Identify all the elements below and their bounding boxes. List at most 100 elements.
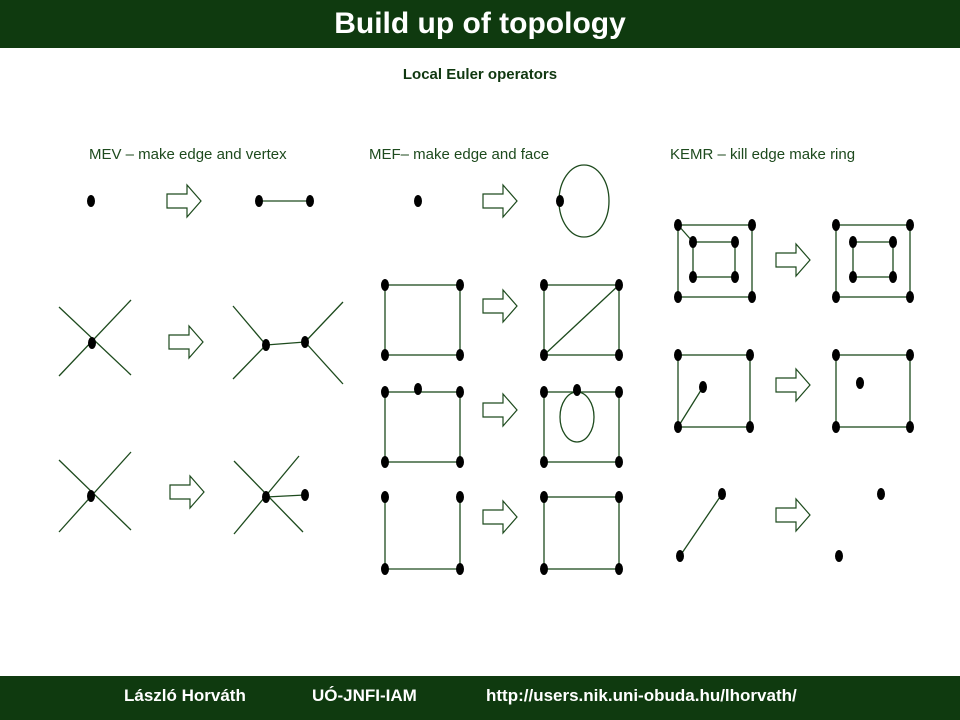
- edge: [304, 301, 344, 343]
- mev-row-2: [58, 299, 344, 385]
- vertex: [615, 279, 623, 291]
- arrow-icon: [482, 184, 518, 218]
- vertex: [87, 195, 95, 207]
- kemr-row-3: [676, 488, 885, 562]
- bridge-edge: [677, 386, 704, 428]
- vertex: [748, 219, 756, 231]
- footer-institute: UÓ-JNFI-IAM: [312, 686, 417, 705]
- vertex: [674, 291, 682, 303]
- vertex: [540, 349, 548, 361]
- vertex: [456, 563, 464, 575]
- face-edges: [543, 284, 620, 356]
- mef-label: MEF– make edge and face: [369, 146, 550, 163]
- vertex: [746, 349, 754, 361]
- diagonal-edge: [543, 284, 620, 356]
- vertex: [835, 550, 843, 562]
- vertex: [262, 491, 270, 503]
- vertex: [832, 421, 840, 433]
- mev-row-1: [87, 184, 314, 218]
- edge: [58, 451, 132, 533]
- vertex: [689, 236, 697, 248]
- vertex: [381, 349, 389, 361]
- vertex: [731, 271, 739, 283]
- arrow-icon: [168, 325, 204, 359]
- vertex: [615, 491, 623, 503]
- vertex: [87, 490, 95, 502]
- outer-loop: [677, 224, 753, 298]
- outer-loop: [835, 224, 911, 298]
- vertex: [540, 386, 548, 398]
- vertex: [832, 349, 840, 361]
- vertex: [832, 291, 840, 303]
- vertex: [456, 349, 464, 361]
- title-bar: Build up of topology: [0, 0, 960, 48]
- vertex: [615, 386, 623, 398]
- vertex: [906, 421, 914, 433]
- footer-author: László Horváth: [124, 686, 246, 705]
- vertex: [381, 563, 389, 575]
- vertex: [556, 195, 564, 207]
- edge: [265, 341, 306, 346]
- vertex: [456, 279, 464, 291]
- arrow-icon: [482, 500, 518, 534]
- edge: [304, 341, 344, 385]
- vertex: [540, 563, 548, 575]
- edge: [58, 299, 132, 377]
- vertex: [674, 219, 682, 231]
- vertex: [849, 236, 857, 248]
- vertex: [414, 195, 422, 207]
- vertex: [906, 219, 914, 231]
- outer-loop: [677, 354, 751, 428]
- arrow-icon: [482, 393, 518, 427]
- arrow-icon: [482, 289, 518, 323]
- edge: [232, 305, 267, 346]
- vertex: [262, 339, 270, 351]
- loop-edge: [558, 164, 610, 238]
- footer-url[interactable]: http://users.nik.uni-obuda.hu/lhorvath/: [486, 686, 797, 705]
- vertex: [748, 291, 756, 303]
- vertex: [301, 489, 309, 501]
- vertex: [540, 491, 548, 503]
- mef-row-4: [381, 491, 623, 575]
- outer-loop: [835, 354, 911, 428]
- vertex: [615, 563, 623, 575]
- vertex: [381, 491, 389, 503]
- arrow-icon: [166, 184, 202, 218]
- vertex: [540, 279, 548, 291]
- vertex: [889, 236, 897, 248]
- edge: [679, 493, 723, 557]
- face-edges: [384, 284, 461, 356]
- arrow-icon: [775, 498, 811, 532]
- vertex: [674, 349, 682, 361]
- vertex: [746, 421, 754, 433]
- vertex: [573, 384, 581, 396]
- vertex: [877, 488, 885, 500]
- vertex: [689, 271, 697, 283]
- vertex: [731, 236, 739, 248]
- vertex: [456, 386, 464, 398]
- vertex: [615, 456, 623, 468]
- vertex: [456, 456, 464, 468]
- vertex: [832, 219, 840, 231]
- subtitle: Local Euler operators: [402, 66, 558, 83]
- mef-row-1: [414, 164, 610, 238]
- mev-row-3: [58, 451, 309, 535]
- face-edges: [384, 391, 461, 463]
- arrow-icon: [775, 243, 811, 277]
- mef-row-3: [381, 383, 623, 468]
- vertex: [255, 195, 263, 207]
- mev-label: MEV – make edge and vertex: [89, 146, 287, 163]
- vertex: [676, 550, 684, 562]
- vertex: [906, 349, 914, 361]
- edge: [58, 459, 132, 531]
- vertex: [856, 377, 864, 389]
- kemr-row-2: [674, 349, 914, 433]
- inner-loop: [852, 241, 894, 278]
- vertex: [615, 349, 623, 361]
- vertex: [889, 271, 897, 283]
- mef-row-2: [381, 279, 623, 361]
- vertex: [301, 336, 309, 348]
- vertex: [414, 383, 422, 395]
- page-title: Build up of topology: [334, 7, 626, 40]
